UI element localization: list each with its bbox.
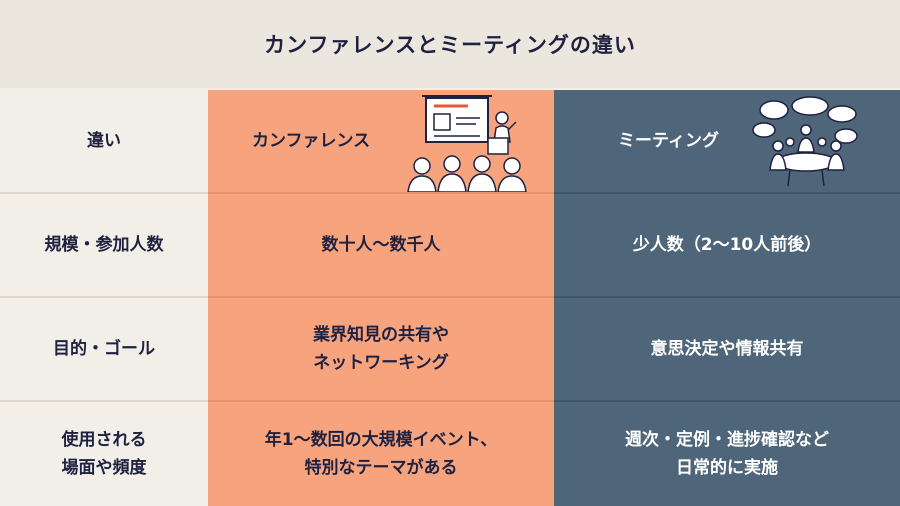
row-label: 規模・参加人数 [44, 235, 164, 255]
row-divider [0, 400, 208, 402]
round-table-discussion-icon [752, 96, 858, 187]
row-divider [554, 296, 900, 298]
comparison-table: 違い カンファレンス [0, 90, 900, 506]
row-divider [0, 296, 208, 298]
row-label-cell: 目的・ゴール [0, 298, 208, 400]
conference-text: ネットワーキング [313, 353, 449, 373]
conference-cell: 業界知見の共有や ネットワーキング [208, 298, 554, 400]
row-divider [0, 192, 208, 194]
header-conference: カンファレンス [252, 131, 371, 151]
meeting-text: 日常的に実施 [676, 458, 778, 478]
meeting-text: 少人数（2〜10人前後） [632, 235, 822, 255]
meeting-text: 意思決定や情報共有 [650, 339, 804, 359]
conference-cell: 数十人〜数千人 [208, 194, 554, 296]
row-label: 場面や頻度 [61, 458, 147, 478]
table-row: 規模・参加人数 数十人〜数千人 少人数（2〜10人前後） [0, 194, 900, 296]
conference-text: 年1〜数回の大規模イベント、 [264, 430, 498, 450]
conference-text: 数十人〜数千人 [321, 235, 441, 255]
header-label: 違い [87, 131, 121, 151]
table-row: 目的・ゴール 業界知見の共有や ネットワーキング 意思決定や情報共有 [0, 298, 900, 400]
row-divider [554, 400, 900, 402]
table-header-row: 違い カンファレンス [0, 90, 900, 193]
presentation-audience-icon [407, 95, 527, 193]
row-divider [208, 192, 554, 194]
row-label-cell: 使用される 場面や頻度 [0, 402, 208, 506]
table-row: 使用される 場面や頻度 年1〜数回の大規模イベント、 特別なテーマがある 週次・… [0, 402, 900, 506]
meeting-text: 週次・定例・進捗確認など [625, 430, 829, 450]
meeting-cell: 少人数（2〜10人前後） [554, 194, 900, 296]
row-label: 目的・ゴール [53, 339, 155, 359]
conference-text: 業界知見の共有や [313, 325, 449, 345]
row-label-cell: 規模・参加人数 [0, 194, 208, 296]
meeting-cell: 意思決定や情報共有 [554, 298, 900, 400]
page-title: カンファレンスとミーティングの違い [264, 33, 636, 57]
meeting-cell: 週次・定例・進捗確認など 日常的に実施 [554, 402, 900, 506]
title-bar: カンファレンスとミーティングの違い [0, 0, 900, 88]
header-meeting: ミーティング [618, 131, 719, 151]
header-label-cell: 違い [0, 90, 208, 192]
row-divider [208, 296, 554, 298]
row-divider [554, 192, 900, 194]
conference-cell: 年1〜数回の大規模イベント、 特別なテーマがある [208, 402, 554, 506]
row-label: 使用される [61, 430, 147, 450]
conference-text: 特別なテーマがある [304, 458, 458, 478]
header-meeting-cell: ミーティング [554, 90, 900, 192]
row-divider [208, 400, 554, 402]
header-conference-cell: カンファレンス [208, 90, 554, 193]
